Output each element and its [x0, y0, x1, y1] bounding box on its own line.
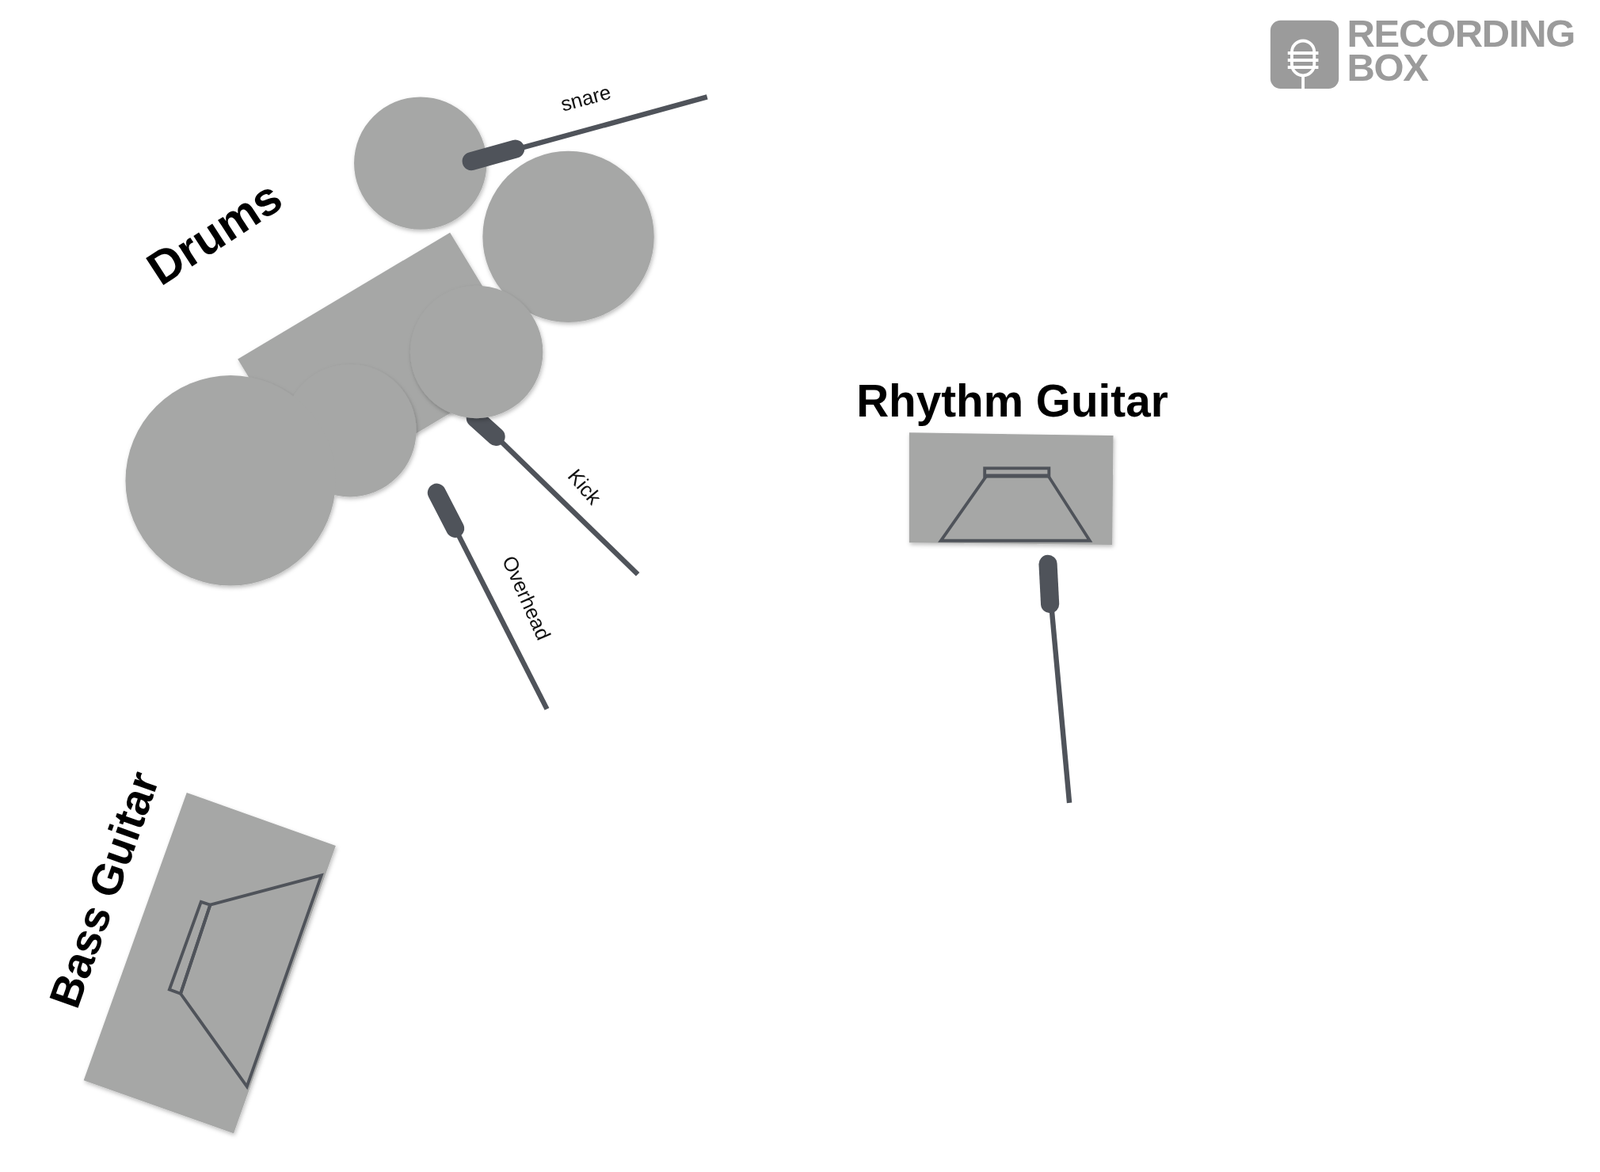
- bass-guitar-amp: Bass Guitar: [83, 792, 336, 1134]
- watermark: RECORDING BOX: [1347, 17, 1576, 86]
- instrument-heading: Bass Guitar: [42, 765, 167, 1014]
- mic-label: Kick: [564, 465, 606, 509]
- logo-mic: [1287, 41, 1319, 90]
- kick-mic: [475, 418, 638, 575]
- instrument-heading: Rhythm Guitar: [856, 378, 1169, 424]
- guitar-amp: [909, 432, 1114, 545]
- speaker-symbol: [169, 875, 322, 1087]
- speaker-symbol: [940, 468, 1090, 541]
- mic-label: snare: [558, 81, 614, 115]
- drum-kit: Drums: [125, 96, 658, 587]
- tom-drum: [410, 285, 543, 419]
- instrument-heading: Drums: [139, 172, 290, 294]
- floor-tom: [125, 375, 336, 586]
- logo-icon: [1270, 20, 1339, 89]
- guitar-mic: [1047, 563, 1070, 803]
- rhythm-guitar-amp: Rhythm Guitar: [909, 432, 1114, 543]
